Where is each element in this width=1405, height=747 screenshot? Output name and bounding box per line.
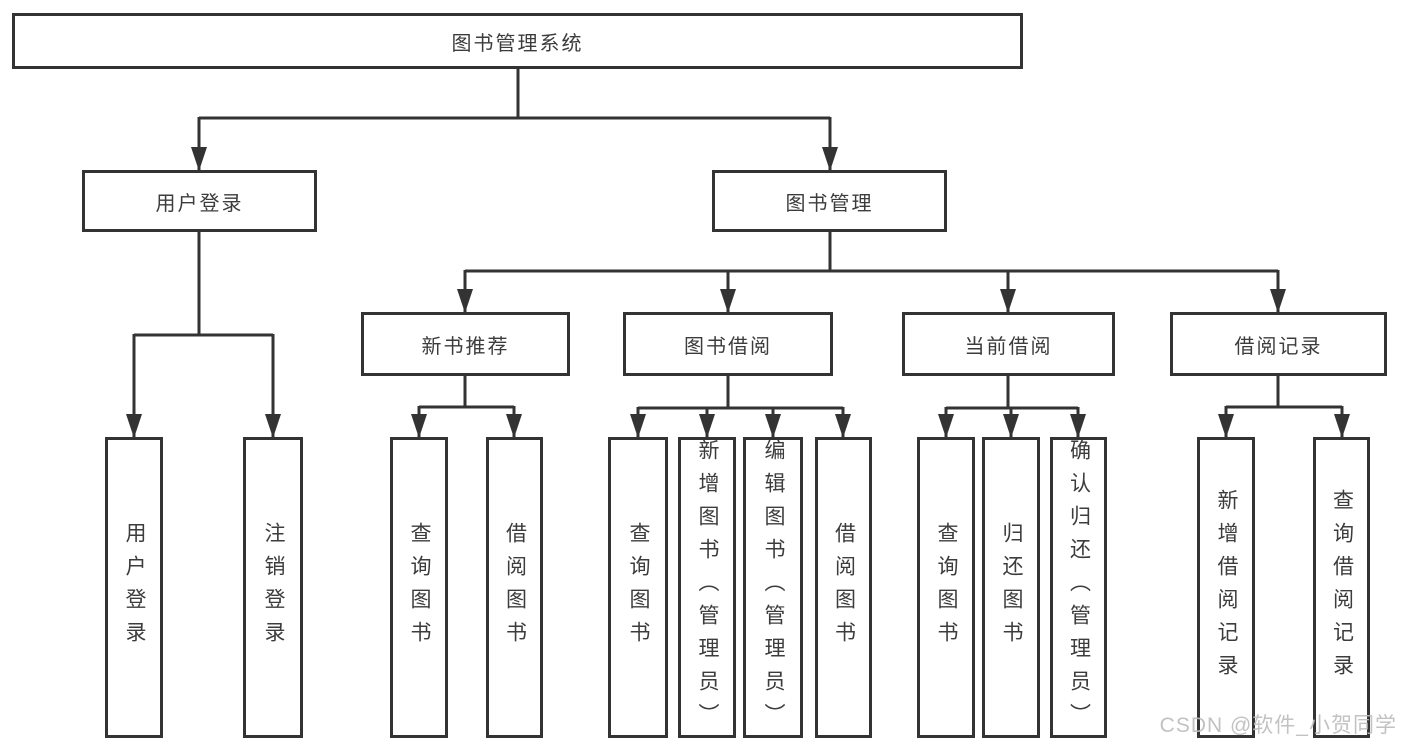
- csdn-watermark: CSDN @软件_小贺同学: [1159, 714, 1397, 737]
- leaf-label: 确认归还（管理员）: [1067, 439, 1091, 736]
- leaf-label: 用户登录: [123, 521, 146, 654]
- leaf-user-login: 用户登录: [105, 437, 163, 738]
- node-label: 新书推荐: [421, 335, 510, 358]
- leaf-add-borrow-record: 新增借阅记录: [1197, 437, 1255, 738]
- node-borrowing-records: 借阅记录: [1170, 312, 1387, 376]
- leaf-query-borrow-record: 查询借阅记录: [1313, 437, 1370, 738]
- leaf-borrow-books: 借阅图书: [815, 437, 872, 738]
- leaf-query-books-borrowing: 查询图书: [608, 437, 668, 738]
- node-current-borrowing: 当前借阅: [902, 312, 1115, 376]
- leaf-label: 借阅图书: [832, 521, 856, 654]
- node-label: 借阅记录: [1234, 335, 1323, 358]
- node-user-login: 用户登录: [82, 170, 317, 232]
- leaf-edit-book-admin: 编辑图书（管理员）: [743, 437, 803, 738]
- leaf-add-book-admin: 新增图书（管理员）: [678, 437, 736, 738]
- leaf-label: 查询图书: [408, 521, 431, 654]
- leaf-query-books-current: 查询图书: [917, 437, 975, 738]
- leaf-label: 注销登录: [262, 521, 285, 654]
- node-label: 当前借阅: [964, 335, 1053, 358]
- leaf-label: 借阅图书: [503, 521, 527, 654]
- node-label: 用户登录: [155, 192, 244, 215]
- leaf-label: 查询图书: [935, 521, 958, 654]
- node-new-book-recommend: 新书推荐: [361, 312, 570, 376]
- leaf-label: 归还图书: [1000, 521, 1023, 654]
- leaf-query-books-recommend: 查询图书: [390, 437, 448, 738]
- node-label: 图书管理: [785, 192, 874, 215]
- node-library-management-system: 图书管理系统: [12, 13, 1023, 69]
- node-book-borrowing: 图书借阅: [623, 312, 833, 376]
- leaf-label: 查询借阅记录: [1330, 488, 1354, 687]
- node-label: 图书借阅: [684, 335, 772, 358]
- leaf-confirm-return-admin: 确认归还（管理员）: [1050, 437, 1107, 738]
- leaf-logout: 注销登录: [243, 437, 303, 738]
- leaf-label: 编辑图书（管理员）: [762, 439, 785, 736]
- node-book-management: 图书管理: [712, 170, 947, 232]
- leaf-label: 新增图书（管理员）: [696, 439, 719, 736]
- leaf-label: 新增借阅记录: [1215, 488, 1238, 687]
- leaf-borrow-books-recommend: 借阅图书: [486, 437, 543, 738]
- node-label: 图书管理系统: [451, 32, 584, 55]
- leaf-label: 查询图书: [627, 521, 650, 654]
- leaf-return-book: 归还图书: [982, 437, 1040, 738]
